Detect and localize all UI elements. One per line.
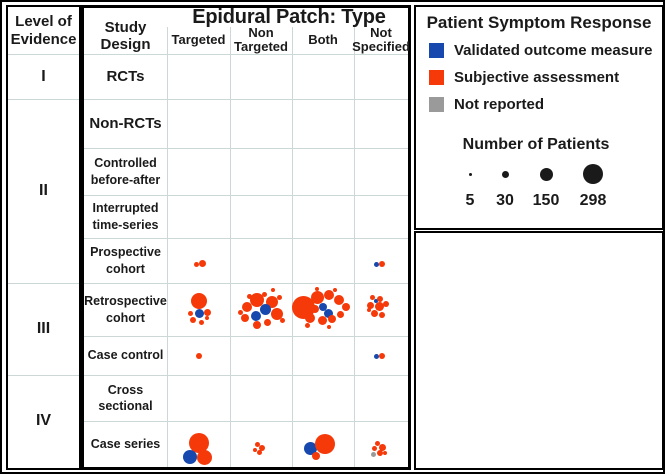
row-label: Controlled before-after [90, 156, 161, 187]
legend-swatch-icon [429, 70, 444, 85]
size-label: 30 [496, 192, 514, 209]
size-legend-title: Number of Patients [462, 136, 610, 153]
grid-vline [230, 27, 231, 467]
legend-item: Validated outcome measure [429, 41, 652, 60]
type-header-non-targeted: Non Targeted [234, 25, 288, 54]
size-label: 150 [532, 192, 560, 209]
legend-swatch-icon [429, 43, 444, 58]
legend-item: Subjective assessment [429, 68, 652, 87]
row-label: Case series [90, 436, 161, 451]
row-label: Case control [87, 348, 164, 363]
legend-item-label: Subjective assessment [454, 69, 620, 86]
study-design-matrix [81, 5, 411, 470]
legend-title: Patient Symptom Response [426, 13, 652, 32]
grid-vline [167, 27, 168, 467]
size-dot-icon [501, 170, 509, 178]
grid-hline [84, 99, 408, 100]
loe-hline [8, 283, 79, 284]
loe-hline [8, 99, 79, 100]
loe-group-III: III [36, 320, 51, 337]
type-header-not-specified: Not Specified [352, 25, 410, 54]
size-label: 5 [465, 192, 475, 209]
row-label: RCTs [106, 67, 145, 85]
loe-group-IV: IV [35, 412, 52, 429]
matrix-title: Epidural Patch: Type [192, 5, 386, 28]
loe-hline [8, 54, 79, 55]
grid-hline [84, 283, 408, 284]
grid-hline [84, 238, 408, 239]
loe-group-II: II [39, 182, 48, 199]
type-header-targeted: Targeted [171, 32, 226, 48]
level-of-evidence-column [6, 5, 81, 470]
level-of-evidence-header: Level of Evidence [10, 13, 77, 48]
row-label: Retrospective cohort [84, 294, 167, 325]
row-label: Cross sectional [98, 382, 153, 413]
row-label: Interrupted time-series [92, 201, 159, 232]
grid-hline [84, 148, 408, 149]
type-header-both: Both [308, 32, 338, 48]
grid-hline [84, 54, 408, 55]
legend-box [414, 5, 663, 230]
empty-panel [414, 231, 663, 470]
size-dot-icon [583, 164, 603, 184]
legend-item-label: Validated outcome measure [454, 42, 653, 59]
legend-item: Not reported [429, 95, 652, 114]
size-label: 298 [579, 192, 607, 209]
grid-vline [354, 27, 355, 467]
loe-hline [8, 375, 79, 376]
size-dot-icon [539, 167, 553, 181]
grid-hline [84, 336, 408, 337]
study-design-header: Study Design [100, 18, 151, 53]
row-label: Prospective cohort [90, 245, 161, 276]
legend-item-label: Not reported [454, 96, 544, 113]
grid-hline [84, 195, 408, 196]
size-dot-icon [468, 172, 472, 176]
row-label: Non-RCTs [89, 114, 162, 132]
loe-group-I: I [41, 67, 46, 85]
grid-hline [84, 375, 408, 376]
legend-swatch-icon [429, 97, 444, 112]
grid-hline [84, 421, 408, 422]
grid-vline [292, 27, 293, 467]
